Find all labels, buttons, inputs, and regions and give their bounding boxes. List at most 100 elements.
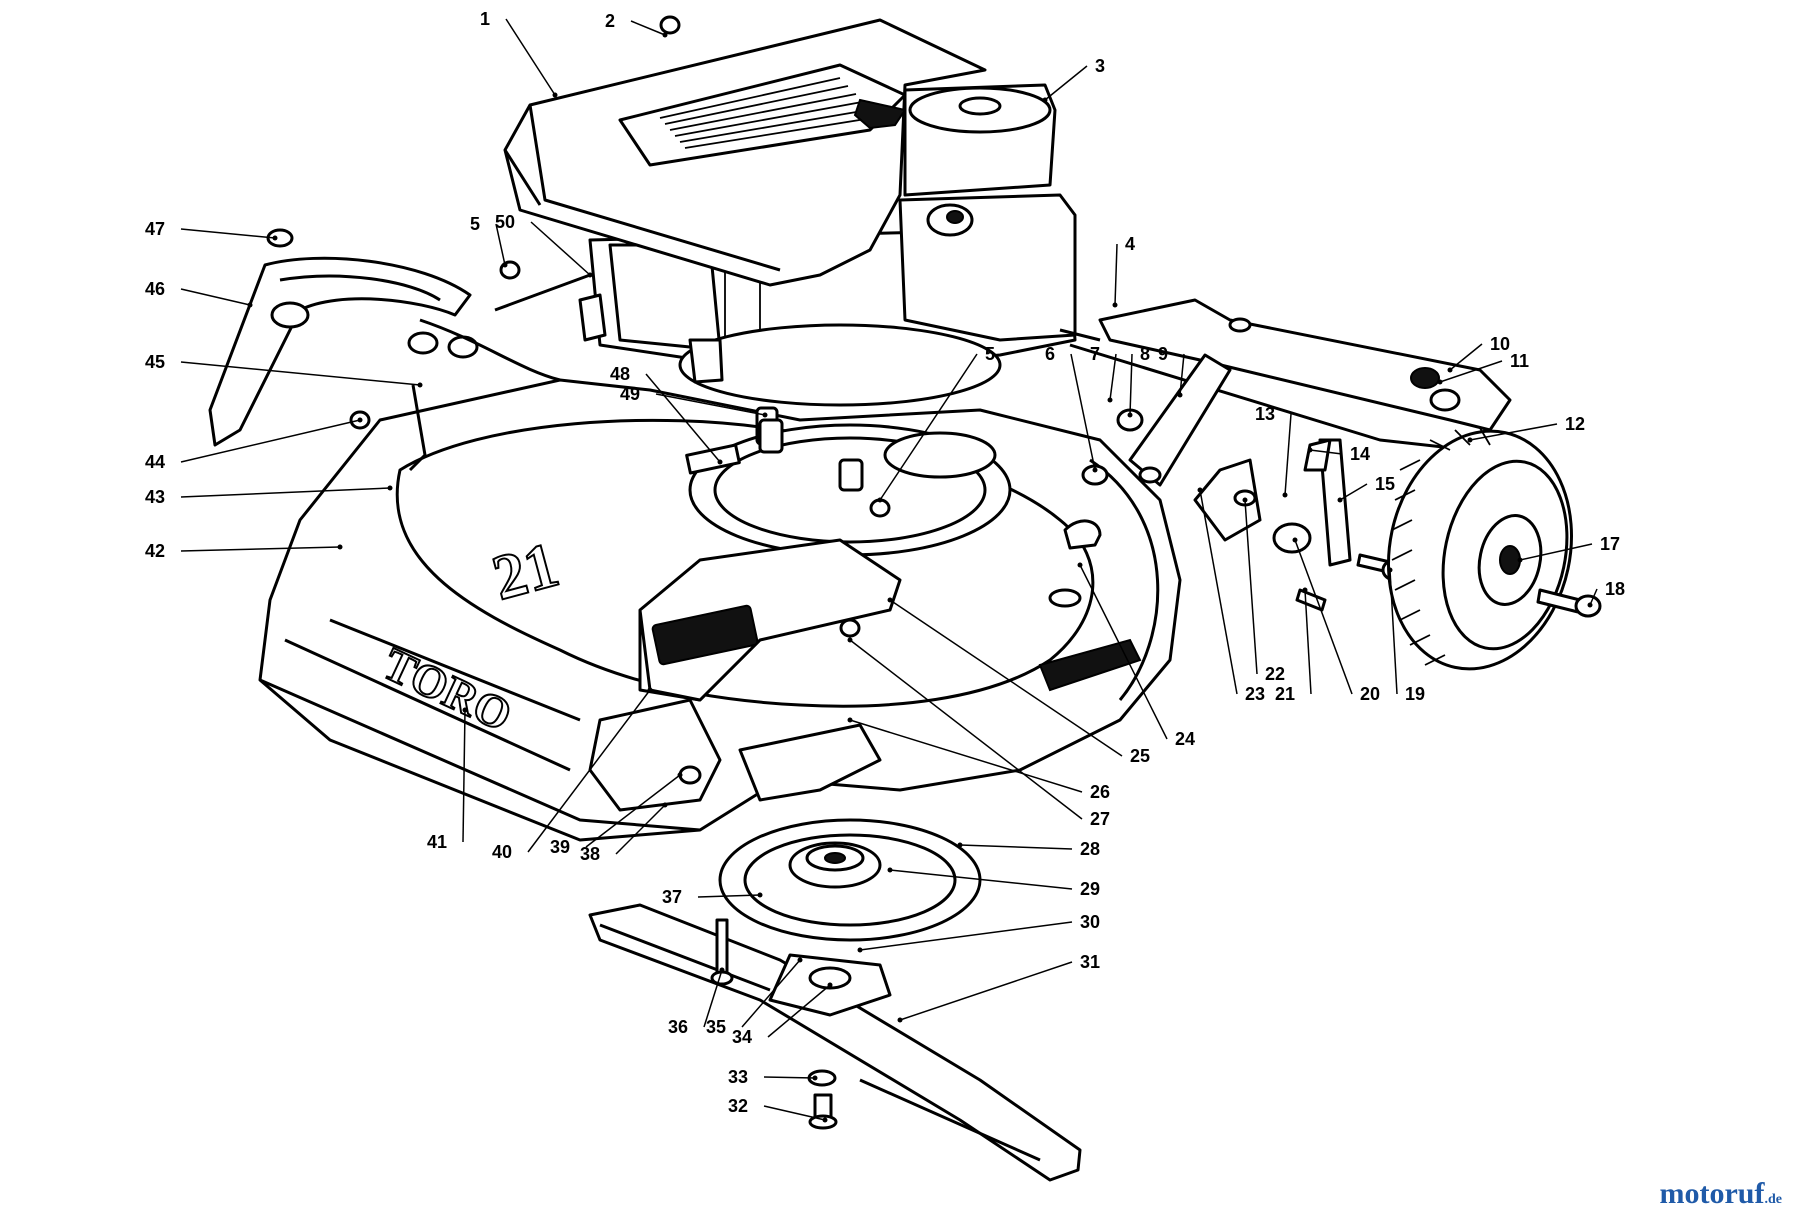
blade-assembly xyxy=(588,818,1082,1182)
callout-dot xyxy=(552,92,558,98)
part-number-label: 29 xyxy=(1080,879,1100,899)
callout-dot xyxy=(387,485,393,491)
callout-dot xyxy=(1042,97,1048,103)
part-number-label: 45 xyxy=(145,352,165,372)
callout-leader xyxy=(767,984,831,1038)
callout-dot xyxy=(797,957,803,963)
callout-dot xyxy=(662,32,668,38)
callout-dot xyxy=(1197,487,1203,493)
part-number-label: 14 xyxy=(1350,444,1370,464)
part-number-label: 31 xyxy=(1080,952,1100,972)
callout-leader xyxy=(180,487,391,498)
part-number-label: 25 xyxy=(1130,746,1150,766)
callout-leader xyxy=(530,221,591,276)
part-number-label: 5 xyxy=(470,214,480,234)
part-number-label: 9 xyxy=(1158,344,1168,364)
part-number-label: 36 xyxy=(668,1017,688,1037)
callout-dot xyxy=(272,235,278,241)
callout-leader xyxy=(1389,569,1398,695)
callout-leader xyxy=(849,719,1083,793)
part-number-label: 2 xyxy=(605,11,615,31)
part-number-label: 38 xyxy=(580,844,600,864)
callout-dot xyxy=(717,459,723,465)
part-number-label: 32 xyxy=(728,1096,748,1116)
wheel xyxy=(1386,427,1602,671)
callout-dot xyxy=(822,1117,828,1123)
callout-dot xyxy=(887,867,893,873)
part-number-label: 4 xyxy=(1125,234,1135,254)
callout-leader xyxy=(1519,543,1593,561)
callout-leader xyxy=(180,288,251,306)
callout-leader xyxy=(879,353,978,501)
callout-dot xyxy=(1092,467,1098,473)
part-number-label: 6 xyxy=(1045,344,1055,364)
callout-leader xyxy=(645,373,721,463)
callout-dot xyxy=(357,417,363,423)
part-number-label: 11 xyxy=(1510,351,1529,371)
part-number-label: 44 xyxy=(145,452,165,472)
callout-leader xyxy=(1439,360,1503,383)
callout-dot xyxy=(1282,492,1288,498)
part-number-label: 17 xyxy=(1600,534,1620,554)
callout-dot xyxy=(1107,397,1113,403)
rear-deflector xyxy=(208,228,561,472)
part-number-label: 37 xyxy=(662,887,682,907)
callout-dot xyxy=(857,947,863,953)
callout-leader xyxy=(763,1105,826,1121)
callout-dot xyxy=(1517,557,1523,563)
callout-leader xyxy=(697,894,761,898)
callout-dot xyxy=(1077,562,1083,568)
part-number-label: 49 xyxy=(620,384,640,404)
callout-leader xyxy=(741,959,801,1028)
part-number-label: 43 xyxy=(145,487,165,507)
callout-dot xyxy=(847,717,853,723)
mower-deck: 21 TORO xyxy=(258,378,1182,842)
callout-dot xyxy=(847,637,853,643)
part-number-label: 1 xyxy=(480,9,490,29)
callout-dot xyxy=(1112,302,1118,308)
callout-leader xyxy=(495,223,506,266)
callout-leader xyxy=(703,969,723,1028)
callout-dot xyxy=(677,772,683,778)
callout-leader xyxy=(889,869,1073,890)
callout-leader xyxy=(1109,353,1117,401)
callout-leader xyxy=(505,18,556,96)
callout-leader xyxy=(1114,243,1118,306)
callout-leader xyxy=(180,361,421,386)
callout-leader xyxy=(889,599,1123,757)
part-number-label: 18 xyxy=(1605,579,1625,599)
part-number-label: 13 xyxy=(1255,404,1275,424)
callout-dot xyxy=(827,982,833,988)
callout-dot xyxy=(417,382,423,388)
callout-dot xyxy=(1447,367,1453,373)
callout-leader xyxy=(585,774,681,848)
part-number-label: 3 xyxy=(1095,56,1105,76)
callout-dot xyxy=(897,1017,903,1023)
callout-dot xyxy=(462,707,468,713)
watermark: motoruf.de xyxy=(1660,1177,1782,1211)
callout-leader xyxy=(1179,353,1185,396)
engine-assembly xyxy=(503,18,1077,407)
callout-leader xyxy=(1294,539,1353,695)
part-number-label: 41 xyxy=(427,832,447,852)
callout-dot xyxy=(812,1075,818,1081)
callout-leader xyxy=(1199,489,1238,695)
callout-leader xyxy=(1449,343,1483,371)
callout-leader xyxy=(615,804,666,855)
callout-dot xyxy=(719,967,725,973)
part-number-label: 12 xyxy=(1565,414,1585,434)
part-number-label: 40 xyxy=(492,842,512,862)
callout-dot xyxy=(647,687,653,693)
part-number-label: 27 xyxy=(1090,809,1110,829)
callout-leader xyxy=(763,1076,816,1079)
part-number-label: 10 xyxy=(1490,334,1510,354)
callout-leader xyxy=(180,228,276,239)
callout-leader xyxy=(1284,413,1292,496)
part-number-label: 8 xyxy=(1140,344,1150,364)
callout-dot xyxy=(887,597,893,603)
part-number-label: 22 xyxy=(1265,664,1285,684)
callout-dot xyxy=(1467,437,1473,443)
callout-dot xyxy=(1302,587,1308,593)
part-number-label: 19 xyxy=(1405,684,1425,704)
part-number-label: 48 xyxy=(610,364,630,384)
